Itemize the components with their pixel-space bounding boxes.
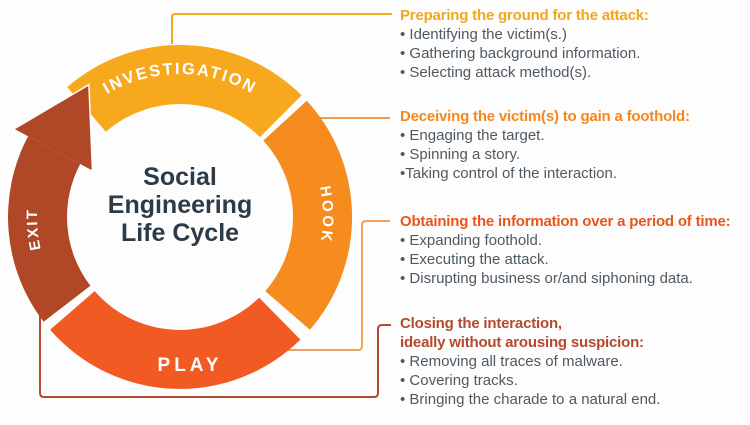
section-play: Obtaining the information over a period … (400, 212, 746, 288)
bullet-item: • Bringing the charade to a natural end. (400, 391, 661, 408)
section-exit: Closing the interaction, ideally without… (400, 314, 746, 409)
connector-play (283, 220, 390, 351)
bullet-item: • Spinning a story. (400, 146, 521, 163)
connector-investigation (171, 13, 392, 44)
bullet-item: • Engaging the target. (400, 127, 545, 144)
section-heading: Obtaining the information over a period … (400, 213, 731, 230)
bullet-item: • Expanding foothold. (400, 232, 543, 249)
wheel-title-line: Life Cycle (120, 219, 240, 247)
segment-investigation (67, 44, 302, 138)
connector-exit (39, 311, 391, 398)
section-heading: ideally without arousing suspicion: (400, 334, 644, 351)
section-investigation: Preparing the ground for the attack: • I… (400, 6, 746, 82)
section-heading: Closing the interaction, (400, 315, 562, 332)
bullet-item: • Gathering background information. (400, 45, 641, 62)
wheel-title-line: Engineering (107, 191, 253, 219)
bullet-item: • Identifying the victim(s.) (400, 26, 567, 43)
segment-label-exit: EXIT (24, 208, 45, 252)
section-heading: Deceiving the victim(s) to gain a footho… (400, 108, 690, 125)
bullet-item: • Covering tracks. (400, 372, 518, 389)
bullet-item: • Disrupting business or/and siphoning d… (400, 270, 693, 287)
wheel-title-line: Social (143, 163, 217, 191)
section-hook: Deceiving the victim(s) to gain a footho… (400, 107, 746, 183)
segment-label-play: PLAY (158, 355, 223, 376)
segment-hook (263, 100, 353, 330)
bullet-item: • Executing the attack. (400, 251, 549, 268)
segment-play (50, 291, 301, 389)
bullet-item: • Selecting attack method(s). (400, 64, 592, 81)
bullet-item: • Removing all traces of malware. (400, 353, 623, 370)
bullet-item: •Taking control of the interaction. (400, 165, 618, 182)
section-heading: Preparing the ground for the attack: (400, 7, 649, 24)
segment-exit (8, 136, 91, 322)
wheel-title: Social Engineering Life Cycle (55, 163, 305, 247)
